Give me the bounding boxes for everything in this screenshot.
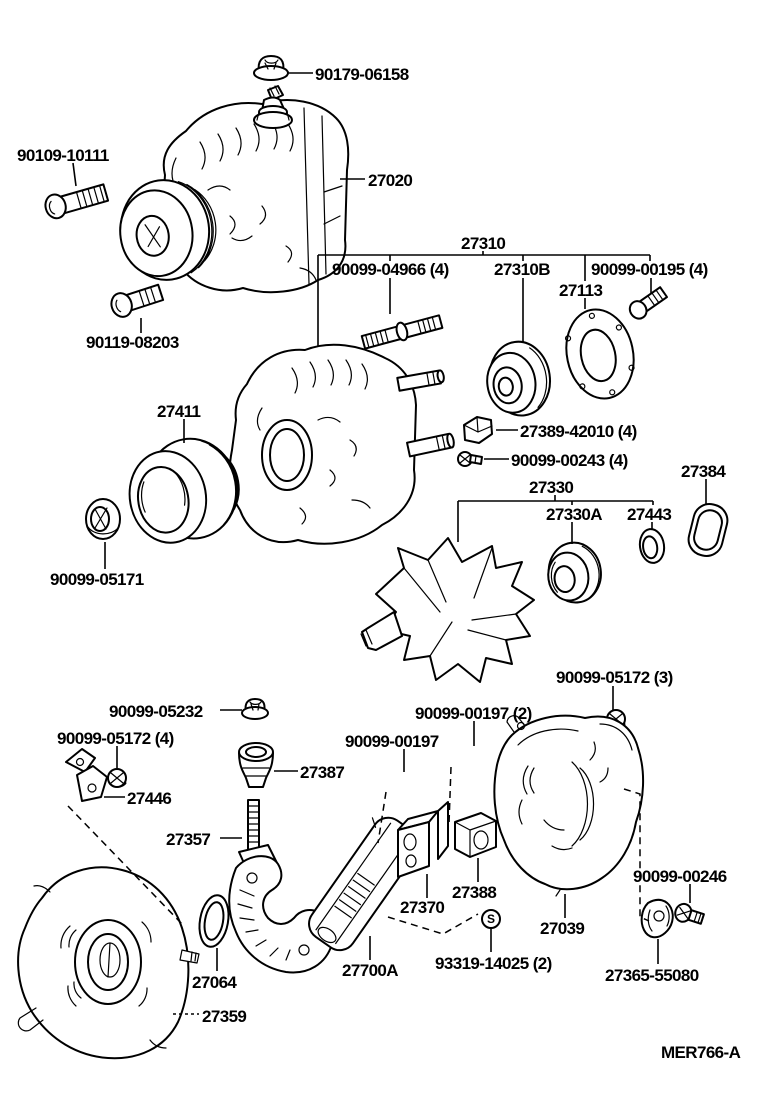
part-label-27330A: 27330A — [546, 505, 602, 524]
part-label-27359: 27359 — [202, 1007, 246, 1026]
bearing-retainer-drawing — [564, 308, 635, 400]
part-label-27446: 27446 — [127, 789, 171, 808]
part-label-90099-04966: 90099-04966 (4) — [332, 260, 449, 279]
part-label-27370: 27370 — [400, 898, 444, 917]
alternator-subassembly-drawing — [228, 343, 455, 545]
rotor-drawing — [360, 537, 535, 683]
part-label-27039: 27039 — [540, 919, 584, 938]
screw-drawing-00243 — [457, 451, 483, 467]
bearing-cover-ring-drawing — [638, 528, 666, 564]
part-label-90099-00246: 90099-00246 — [633, 867, 727, 886]
front-bracket-drawing — [17, 866, 200, 1060]
part-label-90099-00243: 90099-00243 (4) — [511, 451, 628, 470]
circled-s-letter: S — [487, 912, 495, 926]
insulator-wedge-drawing — [463, 416, 493, 444]
bolt-drawing-00195 — [628, 286, 669, 320]
pulley-nut-drawing — [85, 498, 121, 540]
bolt-drawing-90109 — [44, 183, 110, 220]
part-label-27330: 27330 — [529, 478, 573, 497]
part-label-27113: 27113 — [559, 281, 602, 300]
assembly-dashed-lines — [67, 766, 650, 935]
seal-gasket-drawing — [198, 894, 230, 948]
holder-plate-drawing — [640, 898, 674, 939]
part-label-27020: 27020 — [368, 171, 412, 190]
part-label-27387: 27387 — [300, 763, 344, 782]
alternator-assembly-drawing — [119, 85, 350, 294]
part-label-90179-06158: 90179-06158 — [315, 65, 409, 84]
terminal-bracket-drawing — [65, 748, 108, 802]
part-label-90099-00195: 90099-00195 (4) — [591, 260, 708, 279]
part-label-27389-42010: 27389-42010 (4) — [520, 422, 637, 441]
stud-bolt-drawing-04966 — [360, 314, 444, 350]
part-label-27310: 27310 — [461, 234, 505, 253]
part-label-27365-55080: 27365-55080 — [605, 966, 699, 985]
part-label-90099-05172-4: 90099-05172 (4) — [57, 729, 174, 748]
screw-drawing-00246 — [674, 902, 705, 925]
part-label-27411: 27411 — [157, 402, 200, 421]
circled-s-symbol — [481, 909, 501, 929]
pulley-drawing — [128, 437, 240, 544]
leader-lines — [72, 72, 707, 971]
nut-drawing-05172-front — [107, 768, 127, 788]
drawing-code: MER766-A — [661, 1043, 741, 1062]
part-label-27064: 27064 — [192, 973, 237, 992]
rear-cover-drawing — [493, 714, 645, 897]
insulator-cup-drawing — [238, 742, 274, 788]
part-label-27384: 27384 — [681, 462, 726, 481]
part-label-90099-00197-2: 90099-00197 (2) — [415, 704, 532, 723]
bolt-drawing-90119 — [110, 283, 165, 318]
part-label-27310B: 27310B — [494, 260, 550, 279]
part-label-90119-08203: 90119-08203 — [86, 333, 179, 352]
voltage-regulator-drawing — [397, 801, 449, 878]
part-label-90099-00197: 90099-00197 — [345, 732, 439, 751]
rectifier-holder-drawing — [454, 812, 497, 858]
part-label-27357: 27357 — [166, 830, 210, 849]
terminal-boot-drawing — [687, 503, 729, 557]
rear-bearing-drawing — [547, 541, 602, 604]
part-label-90109-10111: 90109-10111 — [17, 146, 109, 165]
part-label-27700A: 27700A — [342, 961, 398, 980]
part-number-labels: 90179-06158 90109-10111 27020 90119-0820… — [17, 65, 727, 1026]
front-bearing-drawing — [486, 340, 551, 417]
cap-drawing-05232 — [241, 698, 269, 720]
cap-drawing-90179 — [253, 55, 289, 81]
part-label-90099-05172-3: 90099-05172 (3) — [556, 668, 673, 687]
part-label-90099-05171: 90099-05171 — [50, 570, 144, 589]
rectifier-terminal-drawing — [228, 799, 335, 974]
part-label-27443: 27443 — [627, 505, 671, 524]
part-label-27388: 27388 — [452, 883, 496, 902]
part-label-93319-14025: 93319-14025 (2) — [435, 954, 552, 973]
terminal-stud-drawing — [253, 85, 293, 129]
part-label-90099-05232: 90099-05232 — [109, 702, 203, 721]
